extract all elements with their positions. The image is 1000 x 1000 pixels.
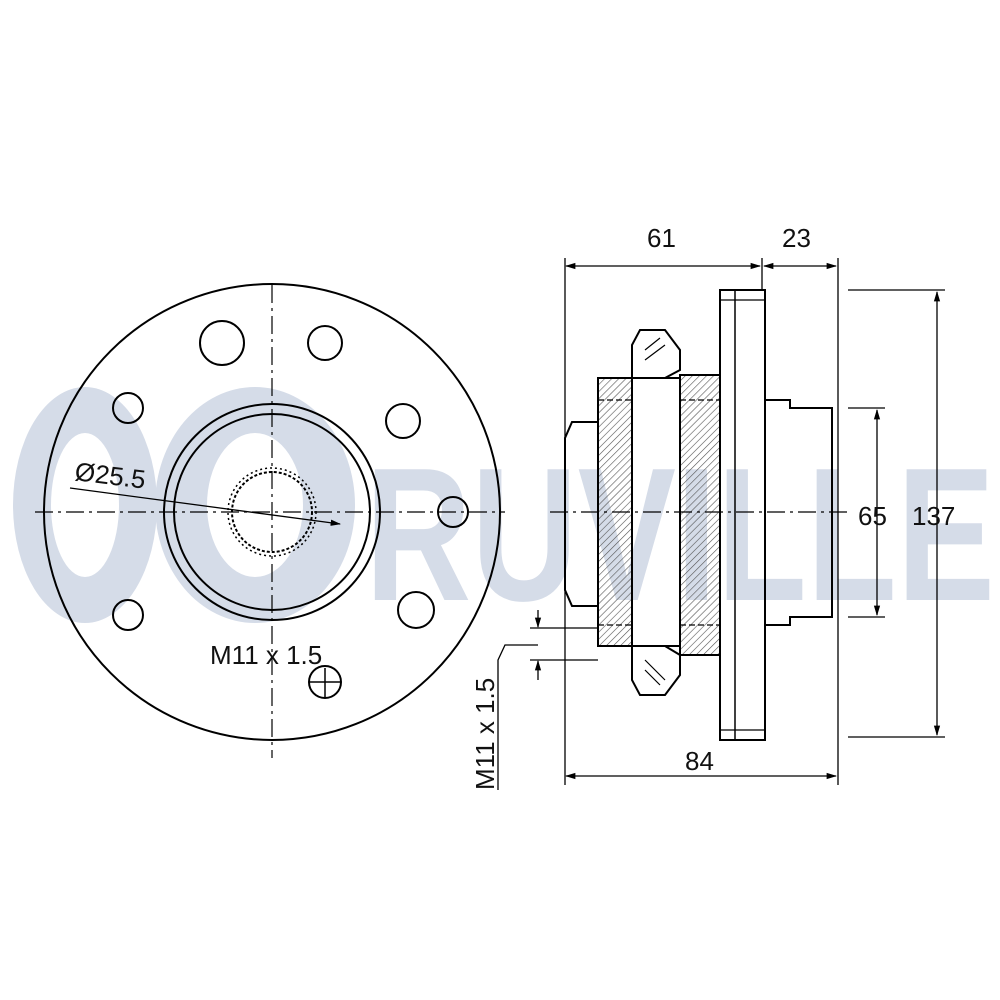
bolt-hole <box>112 599 144 631</box>
dim-65-label: 65 <box>858 501 887 531</box>
side-thread-label: M11 x 1.5 <box>470 678 500 790</box>
bore-leader <box>69 487 342 526</box>
dimension-lines <box>497 258 945 790</box>
watermark-logo: RUVILLE <box>13 387 995 641</box>
dim-137-label: 137 <box>912 501 955 531</box>
front-thread-label: M11 x 1.5 <box>210 640 322 670</box>
bolt-hole <box>112 392 144 424</box>
bolt-hole <box>199 320 245 366</box>
wheel-flange <box>719 289 766 741</box>
housing-flange <box>631 329 681 379</box>
thread-hole-marker <box>308 665 342 699</box>
bolt-hole <box>385 403 421 439</box>
dim-61-label: 61 <box>647 223 676 253</box>
dim-84-label: 84 <box>685 746 714 776</box>
bolt-hole <box>397 591 435 629</box>
brand-emblem-icon <box>13 387 355 623</box>
front-view <box>35 283 505 758</box>
dim-23-label: 23 <box>782 223 811 253</box>
side-view <box>550 289 850 741</box>
bolt-hole <box>307 325 343 361</box>
bearing-section-right <box>679 374 721 656</box>
